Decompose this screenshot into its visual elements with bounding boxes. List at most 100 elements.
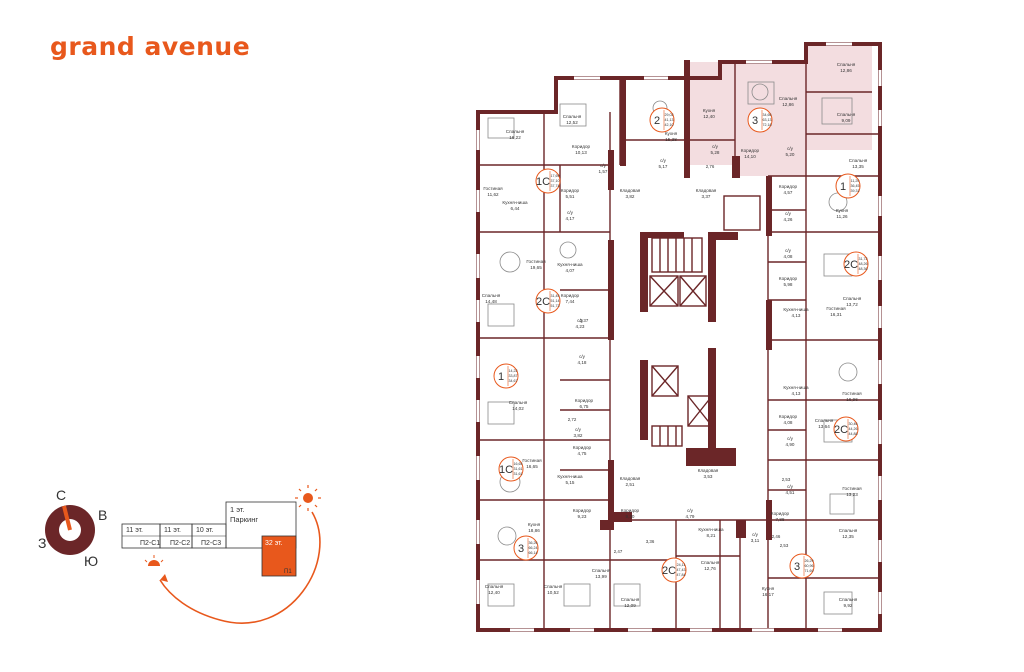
- apartment-area-1: 63,13: [763, 118, 772, 122]
- room-area-r52: 18,86: [528, 528, 540, 533]
- room-name-r8: Коридор: [572, 144, 591, 149]
- site-plan: 11 эт. 11 эт. 10 эт. П2-С1 П2-С2 П2-С3 1…: [121, 501, 297, 577]
- room-name-r5: Спальня: [779, 96, 798, 101]
- room-area-r10: 5,17: [659, 164, 668, 169]
- room-name-r60: Спальня: [592, 568, 611, 573]
- room-name-r47: Кладовая: [620, 476, 641, 481]
- room-name-r37: Спальня: [509, 400, 528, 405]
- apartment-area-1: 37,10: [551, 179, 560, 183]
- room-area-r44: 4,75: [578, 451, 587, 456]
- compass-west: З: [38, 535, 46, 551]
- room-area-r63: 12,09: [624, 603, 636, 608]
- apartment-area-1: 44,26: [849, 427, 858, 431]
- site-c2: П2-С2: [170, 540, 190, 547]
- room-name-r15: Гостиная: [483, 186, 503, 191]
- apartment-area-2: 42,10: [665, 123, 674, 127]
- apartment-area-0: 14,22: [509, 369, 518, 373]
- windows: [476, 42, 882, 632]
- room-area-r48: 3,53: [704, 474, 713, 479]
- room-name-r61: Спальня: [485, 584, 504, 589]
- room-name-r48: Кладовая: [698, 468, 719, 473]
- room-area-r65: 9,92: [844, 603, 853, 608]
- room-area-r24: 4,08: [784, 254, 793, 259]
- room-name-r29: с/у: [577, 318, 584, 323]
- room-area-r27: 7,44: [566, 299, 575, 304]
- room-name-r25: Гостиная: [526, 259, 546, 264]
- room-area-r37: 14,02: [512, 406, 524, 411]
- room-name-r38: с/у: [575, 427, 582, 432]
- room-name-r18: с/у: [567, 210, 574, 215]
- room-area-r51: 7,88: [776, 517, 785, 522]
- apartment-area-1: 51,14: [551, 299, 560, 303]
- room-name-r1: Спальня: [506, 129, 525, 134]
- room-area-r55: 4,79: [686, 514, 695, 519]
- room-area-r3: 15,38: [665, 137, 677, 142]
- apartment-type: 2С: [844, 259, 858, 271]
- room-area-r25: 19,65: [530, 265, 542, 270]
- apartment-area-0: 11,20: [851, 179, 860, 183]
- room-name-r63: Спальня: [621, 597, 640, 602]
- site-c3: П2-С3: [201, 540, 221, 547]
- room-area-r26: 4,07: [566, 268, 575, 273]
- highlighted-apartment[interactable]: [686, 44, 872, 176]
- site-10: 10 эт.: [196, 527, 214, 534]
- apartment-area-1: 33,87: [509, 374, 518, 378]
- room-area-r5: 12,86: [782, 102, 794, 107]
- apartment-badge-circle: [843, 251, 869, 277]
- room-area-r36: 6,75: [580, 404, 589, 409]
- room-area-r23: 4,26: [784, 217, 793, 222]
- apartment-area-2: 71,69: [805, 569, 814, 573]
- room-area-r45: 16,65: [526, 464, 538, 469]
- room-area-r17: 6,44: [511, 206, 520, 211]
- apartment-area-1: 60,96: [805, 564, 814, 568]
- room-area-r40: 16,96: [846, 397, 858, 402]
- apartment-area-0: 31,45: [551, 294, 560, 298]
- room-area-r58: 12,35: [842, 534, 854, 539]
- room-name-r7: Спальня: [837, 112, 856, 117]
- apartment-area-2: 39,31: [851, 189, 860, 193]
- apartment-area-0: 29,02: [665, 113, 674, 117]
- apartment-type: 2С: [834, 424, 848, 436]
- room-name-r40: Гостиная: [842, 391, 862, 396]
- apartment-type: 1С: [499, 464, 513, 476]
- small-area-label: 2,76: [706, 164, 715, 169]
- compass-south: Ю: [84, 553, 98, 569]
- room-name-r33: Кухня-ниша: [783, 307, 809, 312]
- apartment-badge-circle: [789, 553, 815, 579]
- apartment-badge-circle: [493, 363, 519, 389]
- site-11a: 11 эт.: [126, 527, 143, 534]
- small-area-label: 2,37: [580, 318, 589, 323]
- apartment-area-2: 48,36: [859, 267, 868, 271]
- apartment-type: 3: [752, 115, 758, 127]
- room-area-r9: 5,28: [711, 150, 720, 155]
- room-area-r32: 16,31: [830, 312, 842, 317]
- room-name-r16: Коридор: [561, 188, 580, 193]
- room-name-r2: Спальня: [563, 114, 582, 119]
- apartment-area-1: 36,45: [851, 184, 860, 188]
- room-name-r58: Спальня: [839, 528, 858, 533]
- apartment-badge-circle: [835, 173, 861, 199]
- site-parking-2: Паркинг: [230, 515, 258, 524]
- room-name-r45: Гостиная: [522, 458, 542, 463]
- room-name-r17: Кухня-ниша: [502, 200, 528, 205]
- site-parking-1: 1 эт.: [230, 505, 245, 514]
- room-name-r24: с/у: [785, 248, 792, 253]
- inner-walls: [478, 62, 880, 630]
- room-name-r39: Кухня-ниша: [783, 385, 809, 390]
- apartment-area-2: 44,88: [849, 432, 858, 436]
- apartment-area-1: 47,43: [677, 568, 686, 572]
- apartment-area-2: 37,74: [551, 184, 560, 188]
